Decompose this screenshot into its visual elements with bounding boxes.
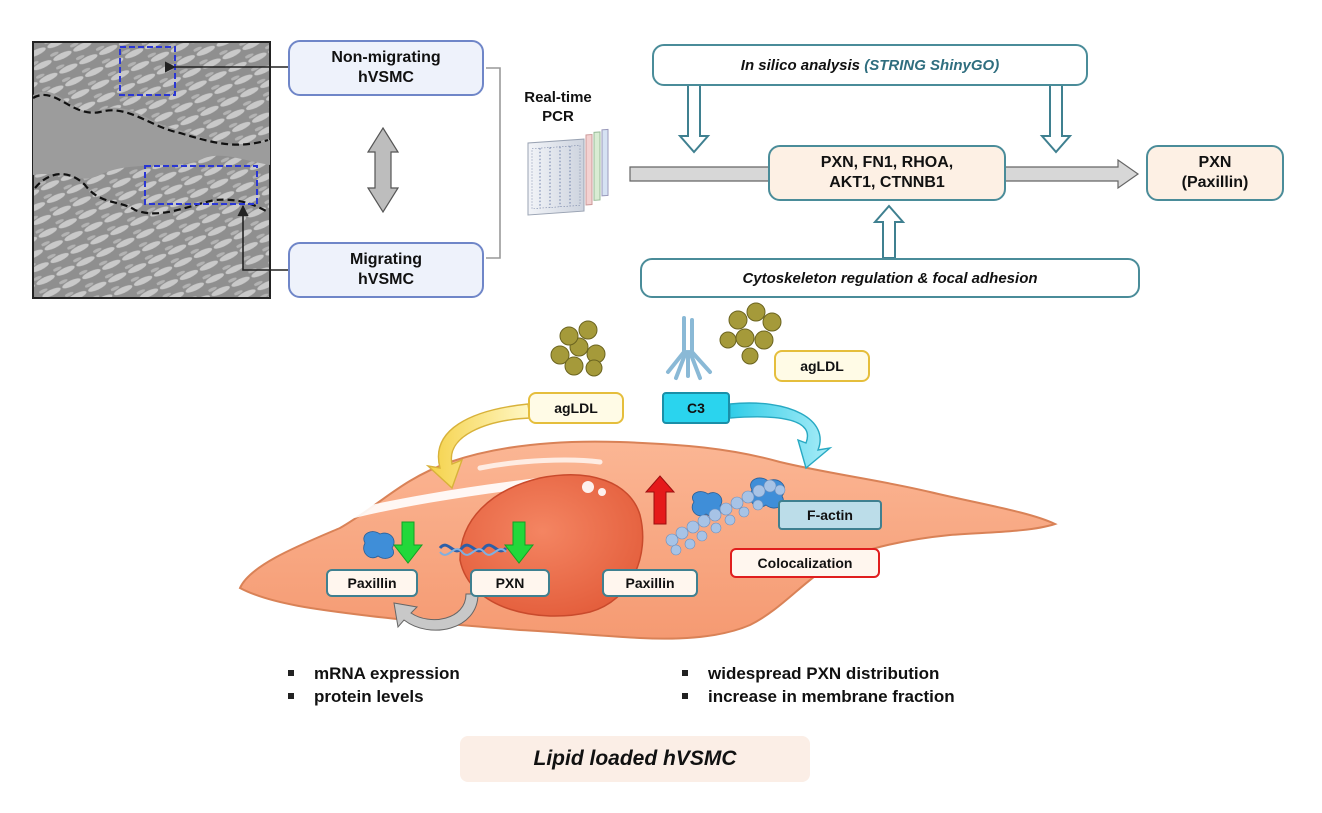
- in-silico-tools: (STRING ShinyGO): [864, 56, 1000, 74]
- comparison-double-arrow: [366, 126, 400, 214]
- down-arrow-mrna: [503, 521, 535, 564]
- paxillin-label-left: Paxillin: [326, 569, 418, 597]
- mrna-strand-icon: [438, 543, 508, 553]
- cell-body: [238, 440, 1058, 640]
- agldl-particles-left: [550, 320, 606, 377]
- c3-entry-arrow: [729, 402, 833, 470]
- f-actin-filament: [665, 479, 786, 556]
- paxillin-label-right: Paxillin: [602, 569, 698, 597]
- pxn-label: PXN: [470, 569, 550, 597]
- agldl-label-left: agLDL: [528, 392, 624, 424]
- agldl-particles-right: [719, 302, 782, 365]
- c3-label: C3: [662, 392, 730, 424]
- bullet-left-2: protein levels: [288, 687, 424, 707]
- colocalization-label: Colocalization: [730, 548, 880, 578]
- result-pxn-box: PXN (Paxillin): [1146, 145, 1284, 201]
- pcr-label: Real-time PCR: [524, 89, 592, 125]
- paxillin-protein-left: [363, 531, 395, 559]
- micrograph-image: [32, 41, 271, 299]
- translation-cycle-arrow: [393, 593, 479, 631]
- gene-list-box: PXN, FN1, RHOA, AKT1, CTNNB1: [768, 145, 1006, 201]
- footer-title: Lipid loaded hVSMC: [460, 736, 810, 782]
- down-arrow-protein: [392, 521, 424, 564]
- bullet-right-2: increase in membrane fraction: [682, 687, 955, 707]
- agldl-label-right: agLDL: [774, 350, 870, 382]
- up-arrow-membrane: [644, 475, 676, 525]
- in-silico-prefix: In silico analysis: [740, 56, 865, 74]
- agldl-entry-arrow: [425, 403, 531, 490]
- pcr-plate-icon: [527, 128, 609, 216]
- non-migrating-box: Non-migrating hVSMC: [288, 40, 484, 96]
- migrating-box: Migrating hVSMC: [288, 242, 484, 298]
- c3-protein-icon: [666, 316, 712, 380]
- bullet-right-1: widespread PXN distribution: [682, 664, 939, 684]
- in-silico-box: In silico analysis (STRING ShinyGO): [652, 44, 1088, 86]
- cytoskeleton-box: Cytoskeleton regulation & focal adhesion: [640, 258, 1140, 298]
- bullet-left-1: mRNA expression: [288, 664, 460, 684]
- f-actin-label: F-actin: [778, 500, 882, 530]
